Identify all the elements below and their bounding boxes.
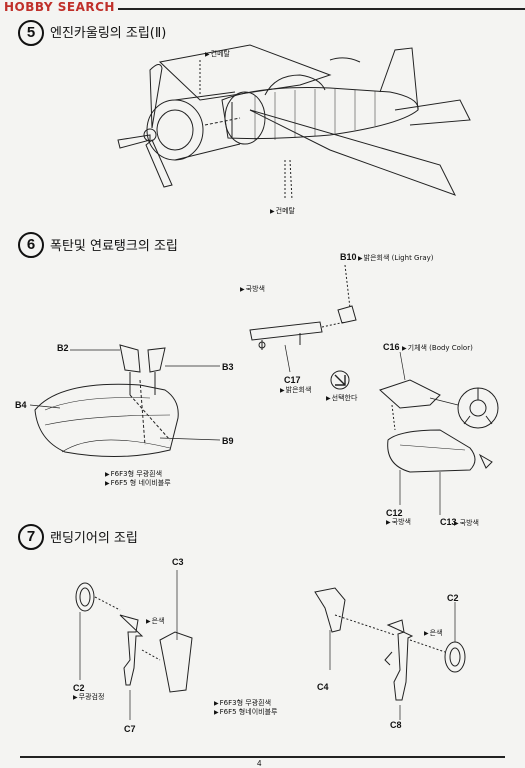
aircraft-drawing: [117, 44, 471, 201]
part-c7-label: C7: [124, 724, 136, 734]
part-c2-right-label: C2: [447, 593, 459, 603]
right-gear-silver-note: 은색: [424, 628, 443, 638]
bomb-f6f3-note: F6F3형 무광흰색: [105, 469, 162, 479]
step-6-number: 6: [18, 232, 44, 258]
header-bar: HOBBY SEARCH: [0, 0, 525, 16]
part-b10-label: B10: [340, 252, 357, 262]
step-5-title: 엔진카울링의 조립(Ⅱ): [50, 26, 167, 41]
part-c2-left-label: C2: [73, 683, 85, 693]
bomb-drawing: [29, 344, 221, 458]
option-note: 선택한다: [326, 393, 358, 403]
hobby-search-logo: HOBBY SEARCH: [4, 0, 115, 14]
part-c3-label: C3: [172, 557, 184, 567]
step-5-number: 5: [18, 20, 44, 46]
bomb-f6f5-note: F6F5 형 네이비블루: [105, 478, 171, 488]
part-c16-label: C16: [383, 342, 400, 352]
part-b9-label: B9: [222, 436, 234, 446]
left-landing-gear-drawing: [75, 570, 193, 720]
part-c13-label: C13: [440, 517, 457, 527]
part-c12-label: C12: [386, 508, 403, 518]
part-c16-note: 기체색 (Body Color): [402, 343, 473, 353]
header-rule: [118, 8, 525, 10]
gear-f6f5-note: F6F5 형네이비블루: [214, 707, 278, 717]
step-7-number: 7: [18, 524, 44, 550]
right-landing-gear-drawing: [314, 587, 466, 720]
part-c17-label: C17: [284, 375, 301, 385]
part-c2-left-note: 무광검정: [73, 692, 105, 702]
step-6-title: 폭탄및 연료탱크의 조립: [50, 239, 178, 254]
part-c8-label: C8: [390, 720, 402, 730]
c17-part-drawing: [249, 264, 357, 373]
step-5-note-top: 건메탈: [205, 49, 230, 59]
part-c17-top-note: 국방색: [240, 284, 265, 294]
page-number: 4: [257, 759, 262, 768]
option-symbol: [330, 370, 350, 390]
part-b10-note: 밝은회색 (Light Gray): [358, 253, 434, 263]
step-5-note-bottom: 건메탈: [270, 206, 295, 216]
part-c13-note: 국방색: [454, 518, 479, 528]
part-b2-label: B2: [57, 343, 69, 353]
part-b3-label: B3: [222, 362, 234, 372]
part-b4-label: B4: [15, 400, 27, 410]
footer-rule: [20, 756, 505, 758]
left-gear-silver-note: 은색: [146, 616, 165, 626]
part-c12-note: 국방색: [386, 517, 411, 527]
step-7-title: 랜딩기어의 조립: [50, 531, 138, 546]
part-c4-label: C4: [317, 682, 329, 692]
part-c17-note: 밝은회색: [280, 385, 312, 395]
gear-f6f3-note: F6F3형 무광흰색: [214, 698, 271, 708]
drop-tank-drawing: [379, 351, 499, 515]
